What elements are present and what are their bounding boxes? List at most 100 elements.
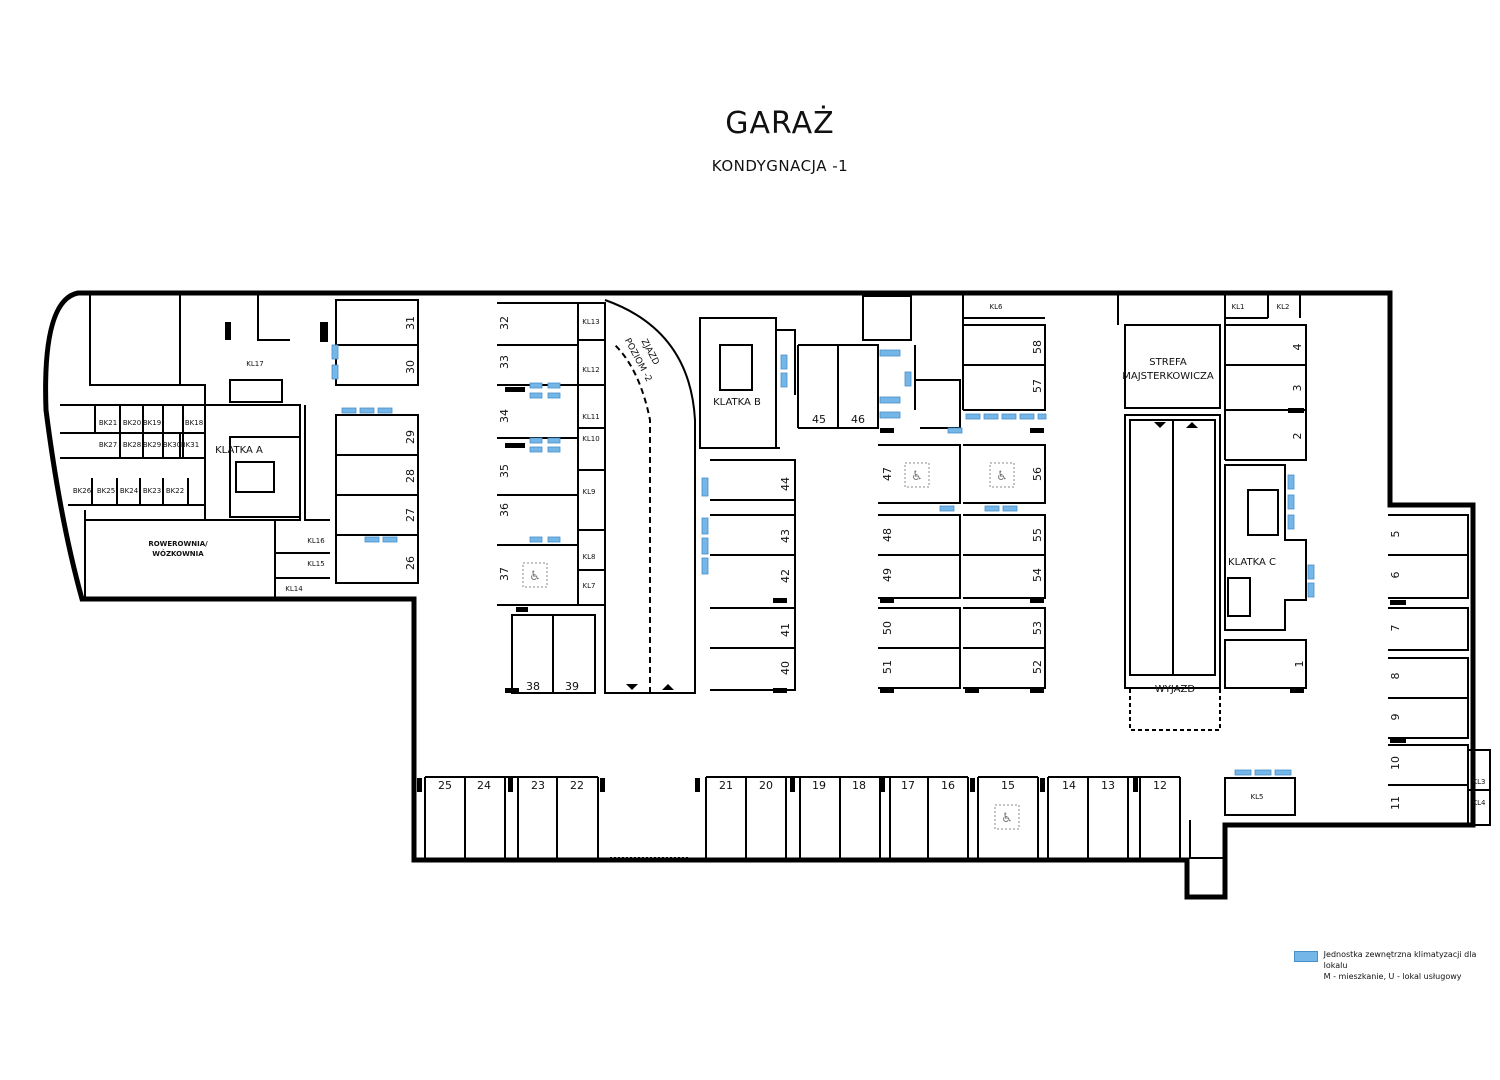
plan-labels: 1234567891011121314151617181920212223242… [73, 303, 1486, 810]
ac-units [331, 344, 1315, 776]
parking-spot-20: 20 [759, 779, 773, 792]
parking-spot-11: 11 [1389, 796, 1402, 810]
parking-spot-56: 56 [1031, 467, 1044, 481]
storage-unit-bk27: BK27 [99, 441, 117, 449]
cellar-kl8: KL8 [583, 553, 596, 561]
rowerownia-label-2: WÓZKOWNIA [152, 549, 204, 558]
parking-spot-22: 22 [570, 779, 584, 792]
svg-text:♿: ♿ [1001, 811, 1013, 826]
storage-unit-bk28: BK28 [123, 441, 141, 449]
parking-spot-18: 18 [852, 779, 866, 792]
parking-spot-52: 52 [1031, 660, 1044, 674]
parking-spot-30: 30 [404, 360, 417, 374]
parking-spot-48: 48 [881, 528, 894, 542]
ac-unit-swatch [1294, 951, 1318, 962]
parking-spot-36: 36 [498, 503, 511, 517]
parking-spot-51: 51 [881, 660, 894, 674]
svg-text:♿: ♿ [529, 569, 541, 584]
cellar-kl12: KL12 [582, 366, 599, 374]
parking-spot-4: 4 [1291, 344, 1304, 351]
storage-unit-bk22: BK22 [166, 487, 184, 495]
page-subtitle: KONDYGNACJA -1 [711, 157, 849, 175]
parking-spot-35: 35 [498, 464, 511, 478]
cellar-kl11: KL11 [582, 413, 599, 421]
outer-walls [43, 290, 1476, 900]
parking-spot-37: 37 [498, 567, 511, 581]
parking-spot-50: 50 [881, 621, 894, 635]
parking-spot-5: 5 [1389, 531, 1402, 538]
parking-spot-3: 3 [1291, 385, 1304, 392]
parking-spot-55: 55 [1031, 528, 1044, 542]
legend-line-2: M - mieszkanie, U - lokal usługowy [1323, 972, 1462, 981]
parking-spot-10: 10 [1389, 756, 1402, 770]
legend: Jednostka zewnętrzna klimatyzacji dla lo… [1294, 949, 1500, 982]
parking-spot-7: 7 [1389, 625, 1402, 632]
cellar-kl13: KL13 [582, 318, 599, 326]
parking-spot-49: 49 [881, 568, 894, 582]
klatka-c-label: KLATKA C [1228, 557, 1276, 568]
parking-spot-43: 43 [779, 529, 792, 543]
parking-spot-14: 14 [1062, 779, 1076, 792]
parking-spot-2: 2 [1291, 433, 1304, 440]
parking-spot-54: 54 [1031, 568, 1044, 582]
cellar-kl6: KL6 [990, 303, 1003, 311]
parking-spot-33: 33 [498, 355, 511, 369]
parking-spot-31: 31 [404, 316, 417, 330]
parking-spot-23: 23 [531, 779, 545, 792]
cellar-kl5: KL5 [1251, 793, 1264, 801]
svg-text:♿: ♿ [996, 469, 1008, 484]
cellar-kl2: KL2 [1277, 303, 1290, 311]
parking-spot-13: 13 [1101, 779, 1115, 792]
storage-unit-bk24: BK24 [120, 487, 139, 495]
parking-spot-19: 19 [812, 779, 826, 792]
columns [225, 322, 1406, 792]
klatka-a-label: KLATKA A [215, 445, 263, 456]
cellar-kl9: KL9 [583, 488, 596, 496]
parking-spot-57: 57 [1031, 379, 1044, 393]
storage-unit-bk21: BK21 [99, 419, 117, 427]
storage-unit-bk19: BK19 [143, 419, 161, 427]
parking-spot-15: 15 [1001, 779, 1015, 792]
parking-spot-24: 24 [477, 779, 491, 792]
cellar-kl3: KL3 [1473, 778, 1486, 786]
page-title: GARAŻ [725, 106, 835, 141]
interior-walls [60, 293, 1491, 859]
parking-spot-16: 16 [941, 779, 955, 792]
parking-spot-46: 46 [851, 413, 865, 426]
parking-spot-39: 39 [565, 680, 579, 693]
parking-spot-53: 53 [1031, 621, 1044, 635]
parking-spot-42: 42 [779, 569, 792, 583]
parking-spot-26: 26 [404, 556, 417, 570]
parking-spot-32: 32 [498, 316, 511, 330]
parking-spot-21: 21 [719, 779, 733, 792]
parking-spot-6: 6 [1389, 572, 1402, 579]
strefa-label-1: STREFA [1149, 357, 1187, 368]
storage-unit-bk30: BK30 [163, 441, 181, 449]
parking-spot-41: 41 [779, 623, 792, 637]
legend-line-1: Jednostka zewnętrzna klimatyzacji dla lo… [1323, 950, 1477, 970]
parking-spot-44: 44 [779, 477, 792, 491]
klatka-b-label: KLATKA B [713, 397, 761, 408]
parking-spot-29: 29 [404, 430, 417, 444]
accessible-icons: ♿ ♿ ♿ ♿ [529, 469, 1013, 826]
parking-spot-27: 27 [404, 508, 417, 522]
storage-unit-bk20: BK20 [123, 419, 141, 427]
parking-spot-25: 25 [438, 779, 452, 792]
parking-spot-1: 1 [1293, 661, 1306, 668]
storage-unit-bk26: BK26 [73, 487, 92, 495]
ramp-arrows [626, 422, 1198, 690]
storage-unit-bk31: BK31 [181, 441, 199, 449]
cellar-kl4: KL4 [1473, 799, 1486, 807]
svg-text:♿: ♿ [911, 469, 923, 484]
parking-spot-58: 58 [1031, 340, 1044, 354]
accessible-symbols [522, 462, 1020, 830]
storage-unit-bk25: BK25 [97, 487, 115, 495]
storage-unit-bk23: BK23 [143, 487, 161, 495]
parking-spot-47: 47 [881, 467, 894, 481]
wyjazd-label: WYJAZD [1155, 684, 1195, 695]
parking-spot-28: 28 [404, 469, 417, 483]
cellar-kl16: KL16 [307, 537, 325, 545]
parking-spot-34: 34 [498, 409, 511, 423]
cellar-kl15: KL15 [307, 560, 324, 568]
